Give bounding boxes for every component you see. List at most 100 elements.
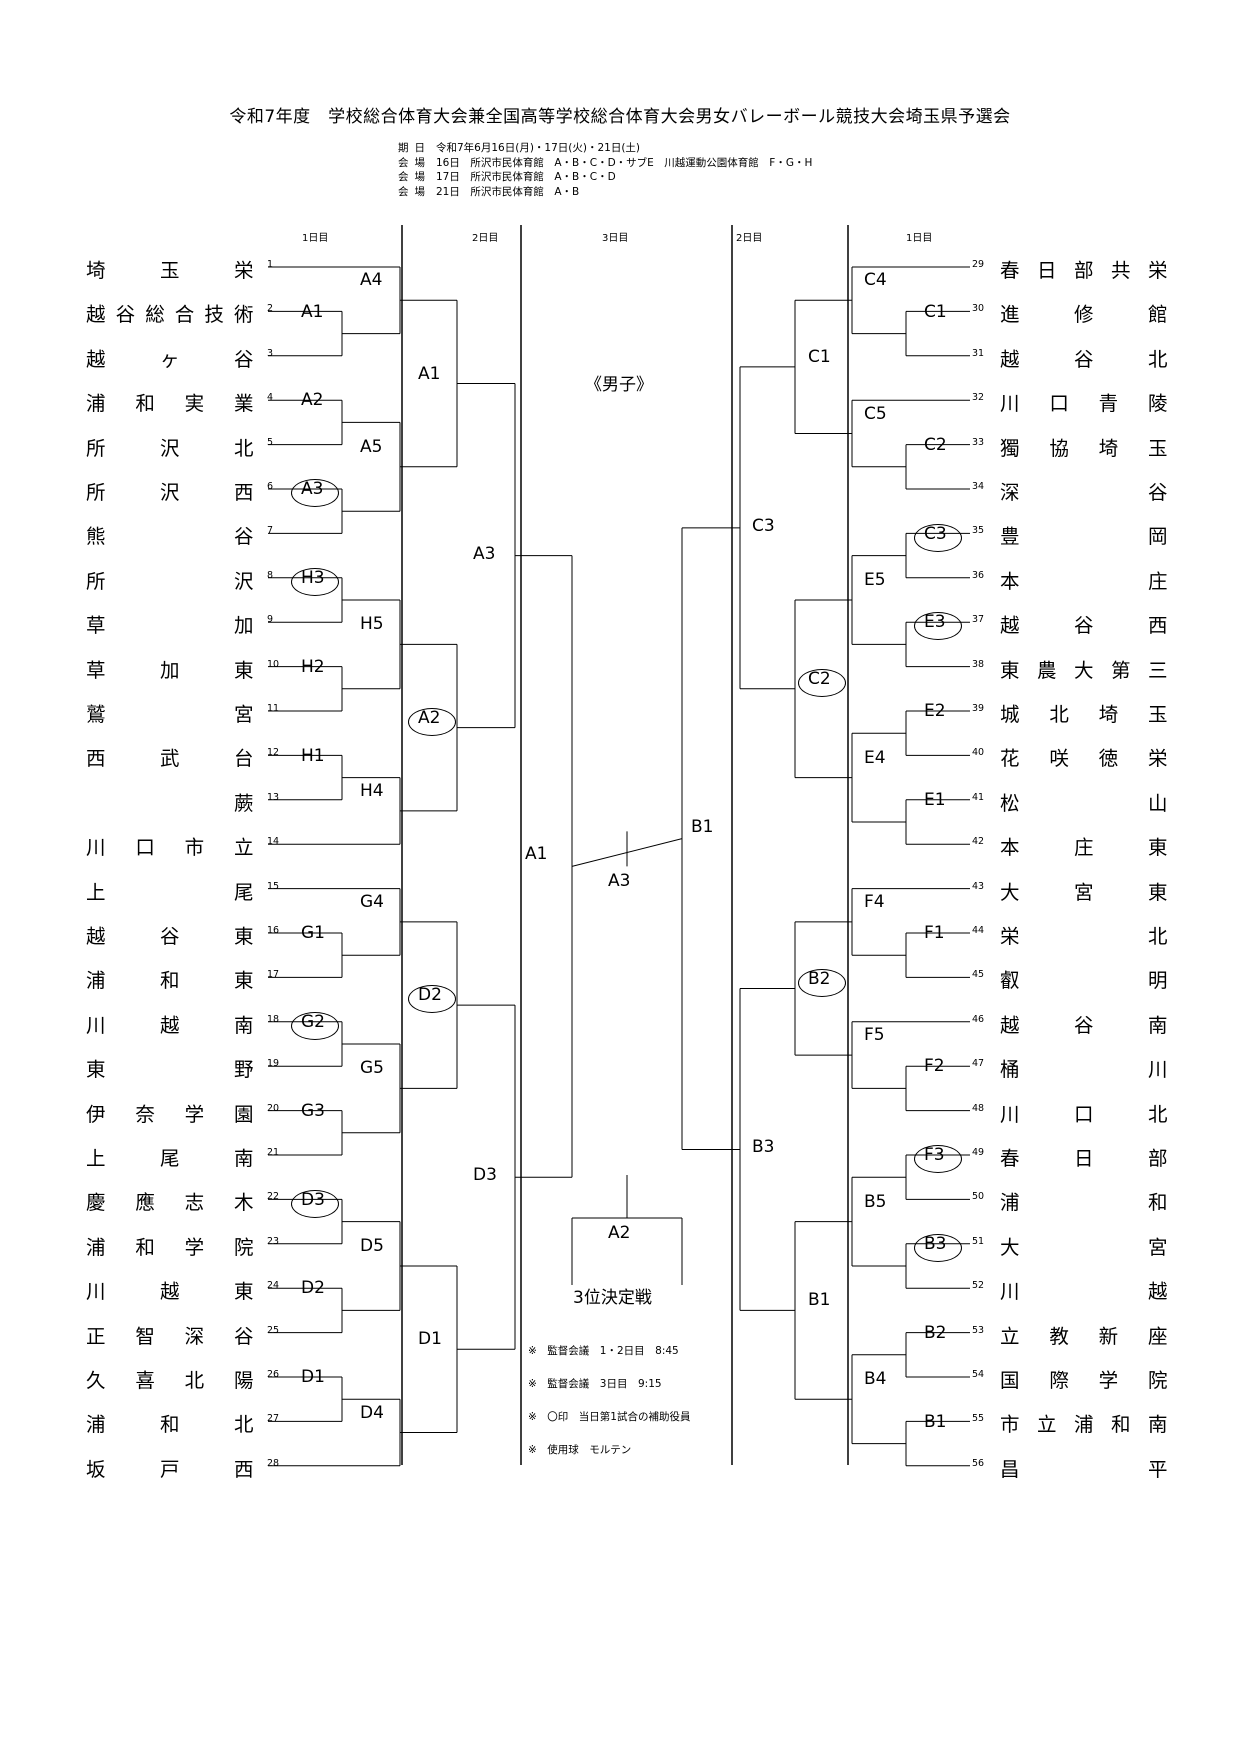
seed-number: 2	[267, 303, 274, 315]
assist-circle	[914, 1234, 962, 1262]
match-label: C1	[808, 346, 831, 367]
seed-number: 21	[267, 1147, 280, 1158]
team-name: 本庄東	[1000, 836, 1168, 860]
third-place-label: 3位決定戦	[573, 1288, 652, 1308]
team-name: 正智深谷	[86, 1324, 254, 1348]
match-label: A1	[301, 301, 324, 322]
match-label: F5	[864, 1025, 885, 1046]
team-name: 越谷総合技術	[86, 303, 254, 327]
team-name: 大宮	[1000, 1235, 1168, 1259]
seed-number: 5	[267, 436, 274, 448]
match-label: D5	[360, 1236, 384, 1256]
note: ※ 監督会議 3日目 9:15	[528, 1378, 662, 1390]
team-name: 深谷	[1000, 481, 1168, 504]
seed-number: 43	[972, 880, 985, 892]
match-label: B2	[924, 1322, 947, 1343]
seed-number: 53	[972, 1324, 985, 1336]
team-name: 昌平	[1000, 1457, 1168, 1481]
seed-number: 4	[267, 392, 274, 404]
assist-circle	[798, 668, 846, 697]
seed-number: 44	[972, 925, 985, 936]
match-label: B1	[691, 816, 714, 837]
team-name: 東農大第三	[1000, 658, 1168, 682]
match-label: E4	[864, 747, 886, 768]
assist-circle	[914, 612, 962, 641]
seed-number: 11	[267, 703, 280, 714]
seed-number: 45	[972, 969, 985, 981]
assist-circle	[408, 707, 456, 736]
team-name: 上尾南	[86, 1147, 254, 1170]
seed-number: 55	[972, 1413, 985, 1425]
match-label: C4	[864, 270, 887, 291]
seed-number: 29	[972, 259, 985, 270]
team-name: 越ヶ谷	[86, 347, 254, 371]
match-label: F4	[864, 891, 885, 912]
seed-number: 54	[972, 1369, 985, 1380]
match-label: B1	[924, 1411, 947, 1432]
match-label: A1	[418, 363, 441, 384]
match-label: A2	[608, 1223, 631, 1243]
match-label: H5	[360, 614, 384, 635]
match-label: A5	[360, 436, 383, 457]
seed-number: 49	[972, 1147, 985, 1158]
team-name: 川越東	[86, 1280, 254, 1304]
team-name: 栄北	[1000, 925, 1168, 948]
team-name: 所沢北	[86, 436, 254, 460]
match-label: E5	[864, 570, 886, 590]
seed-number: 3	[267, 347, 274, 359]
seed-number: 39	[972, 703, 985, 714]
seed-number: 31	[972, 347, 985, 359]
match-label: F1	[924, 923, 945, 944]
seed-number: 30	[972, 303, 985, 315]
seed-number: 32	[972, 392, 985, 404]
team-name: 浦和北	[86, 1413, 254, 1437]
team-name: 越谷南	[1000, 1013, 1168, 1037]
match-label: B5	[864, 1191, 887, 1212]
info-row: 期日令和7年6月16日(月)・17日(火)・21日(土)	[398, 142, 641, 154]
team-name: 草加東	[86, 658, 254, 682]
seed-number: 14	[267, 836, 280, 848]
seed-number: 8	[267, 569, 274, 581]
seed-number: 40	[972, 747, 985, 759]
match-label: E2	[924, 701, 946, 722]
match-label: F2	[924, 1056, 945, 1077]
team-name: 桶川	[1000, 1058, 1168, 1082]
seed-number: 46	[972, 1013, 985, 1025]
seed-number: 16	[267, 925, 280, 936]
note: ※ 監督会議 1・2日目 8:45	[528, 1345, 679, 1357]
seed-number: 20	[267, 1102, 280, 1114]
seed-number: 19	[267, 1058, 280, 1070]
seed-number: 48	[972, 1102, 985, 1114]
seed-number: 13	[267, 791, 280, 803]
match-label: A2	[301, 390, 324, 411]
seed-number: 35	[972, 525, 985, 537]
match-label: H2	[301, 656, 325, 677]
team-name: 叡明	[1000, 969, 1168, 993]
seed-number: 25	[267, 1324, 280, 1336]
match-label: A3	[608, 871, 631, 892]
match-label: D2	[301, 1278, 325, 1299]
match-label: H4	[360, 780, 384, 801]
seed-number: 38	[972, 658, 985, 670]
seed-number: 23	[267, 1235, 280, 1247]
match-label: C2	[924, 434, 947, 455]
assist-circle	[408, 985, 456, 1014]
team-name: 川口北	[1000, 1102, 1168, 1126]
assist-circle	[291, 1189, 339, 1218]
team-name: 松山	[1000, 791, 1168, 815]
assist-circle	[291, 1012, 339, 1040]
day-label: 3日目	[602, 233, 629, 244]
seed-number: 9	[267, 614, 274, 626]
match-label: D1	[301, 1367, 325, 1388]
team-name: 進修館	[1000, 303, 1168, 327]
match-label: G4	[360, 891, 384, 912]
match-label: C1	[924, 301, 947, 322]
seed-number: 10	[267, 658, 280, 670]
match-label: G3	[301, 1100, 325, 1121]
assist-circle	[291, 479, 339, 508]
team-name: 川口市立	[86, 836, 254, 860]
match-label: B4	[864, 1369, 887, 1390]
